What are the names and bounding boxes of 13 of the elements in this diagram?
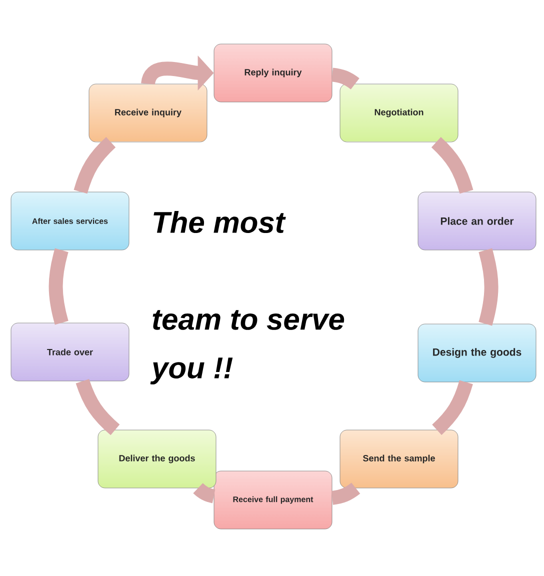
process-box: Place an order	[418, 192, 536, 250]
process-box: Send the sample	[340, 430, 458, 488]
process-box: Negotiation	[340, 84, 458, 142]
process-box: Receive inquiry	[88, 84, 208, 142]
process-box: Trade over	[10, 322, 130, 382]
slogan-text: team to serve	[152, 310, 344, 330]
process-box: Deliver the goods	[98, 430, 216, 488]
slogan-text: you !!	[150, 358, 233, 384]
process-box: Reply inquiry	[214, 44, 332, 102]
process-box: Design the goods	[418, 324, 536, 382]
slogan-text: The most	[154, 210, 286, 234]
process-box: After sales services	[10, 192, 130, 250]
process-box: Receive full payment	[214, 470, 332, 530]
